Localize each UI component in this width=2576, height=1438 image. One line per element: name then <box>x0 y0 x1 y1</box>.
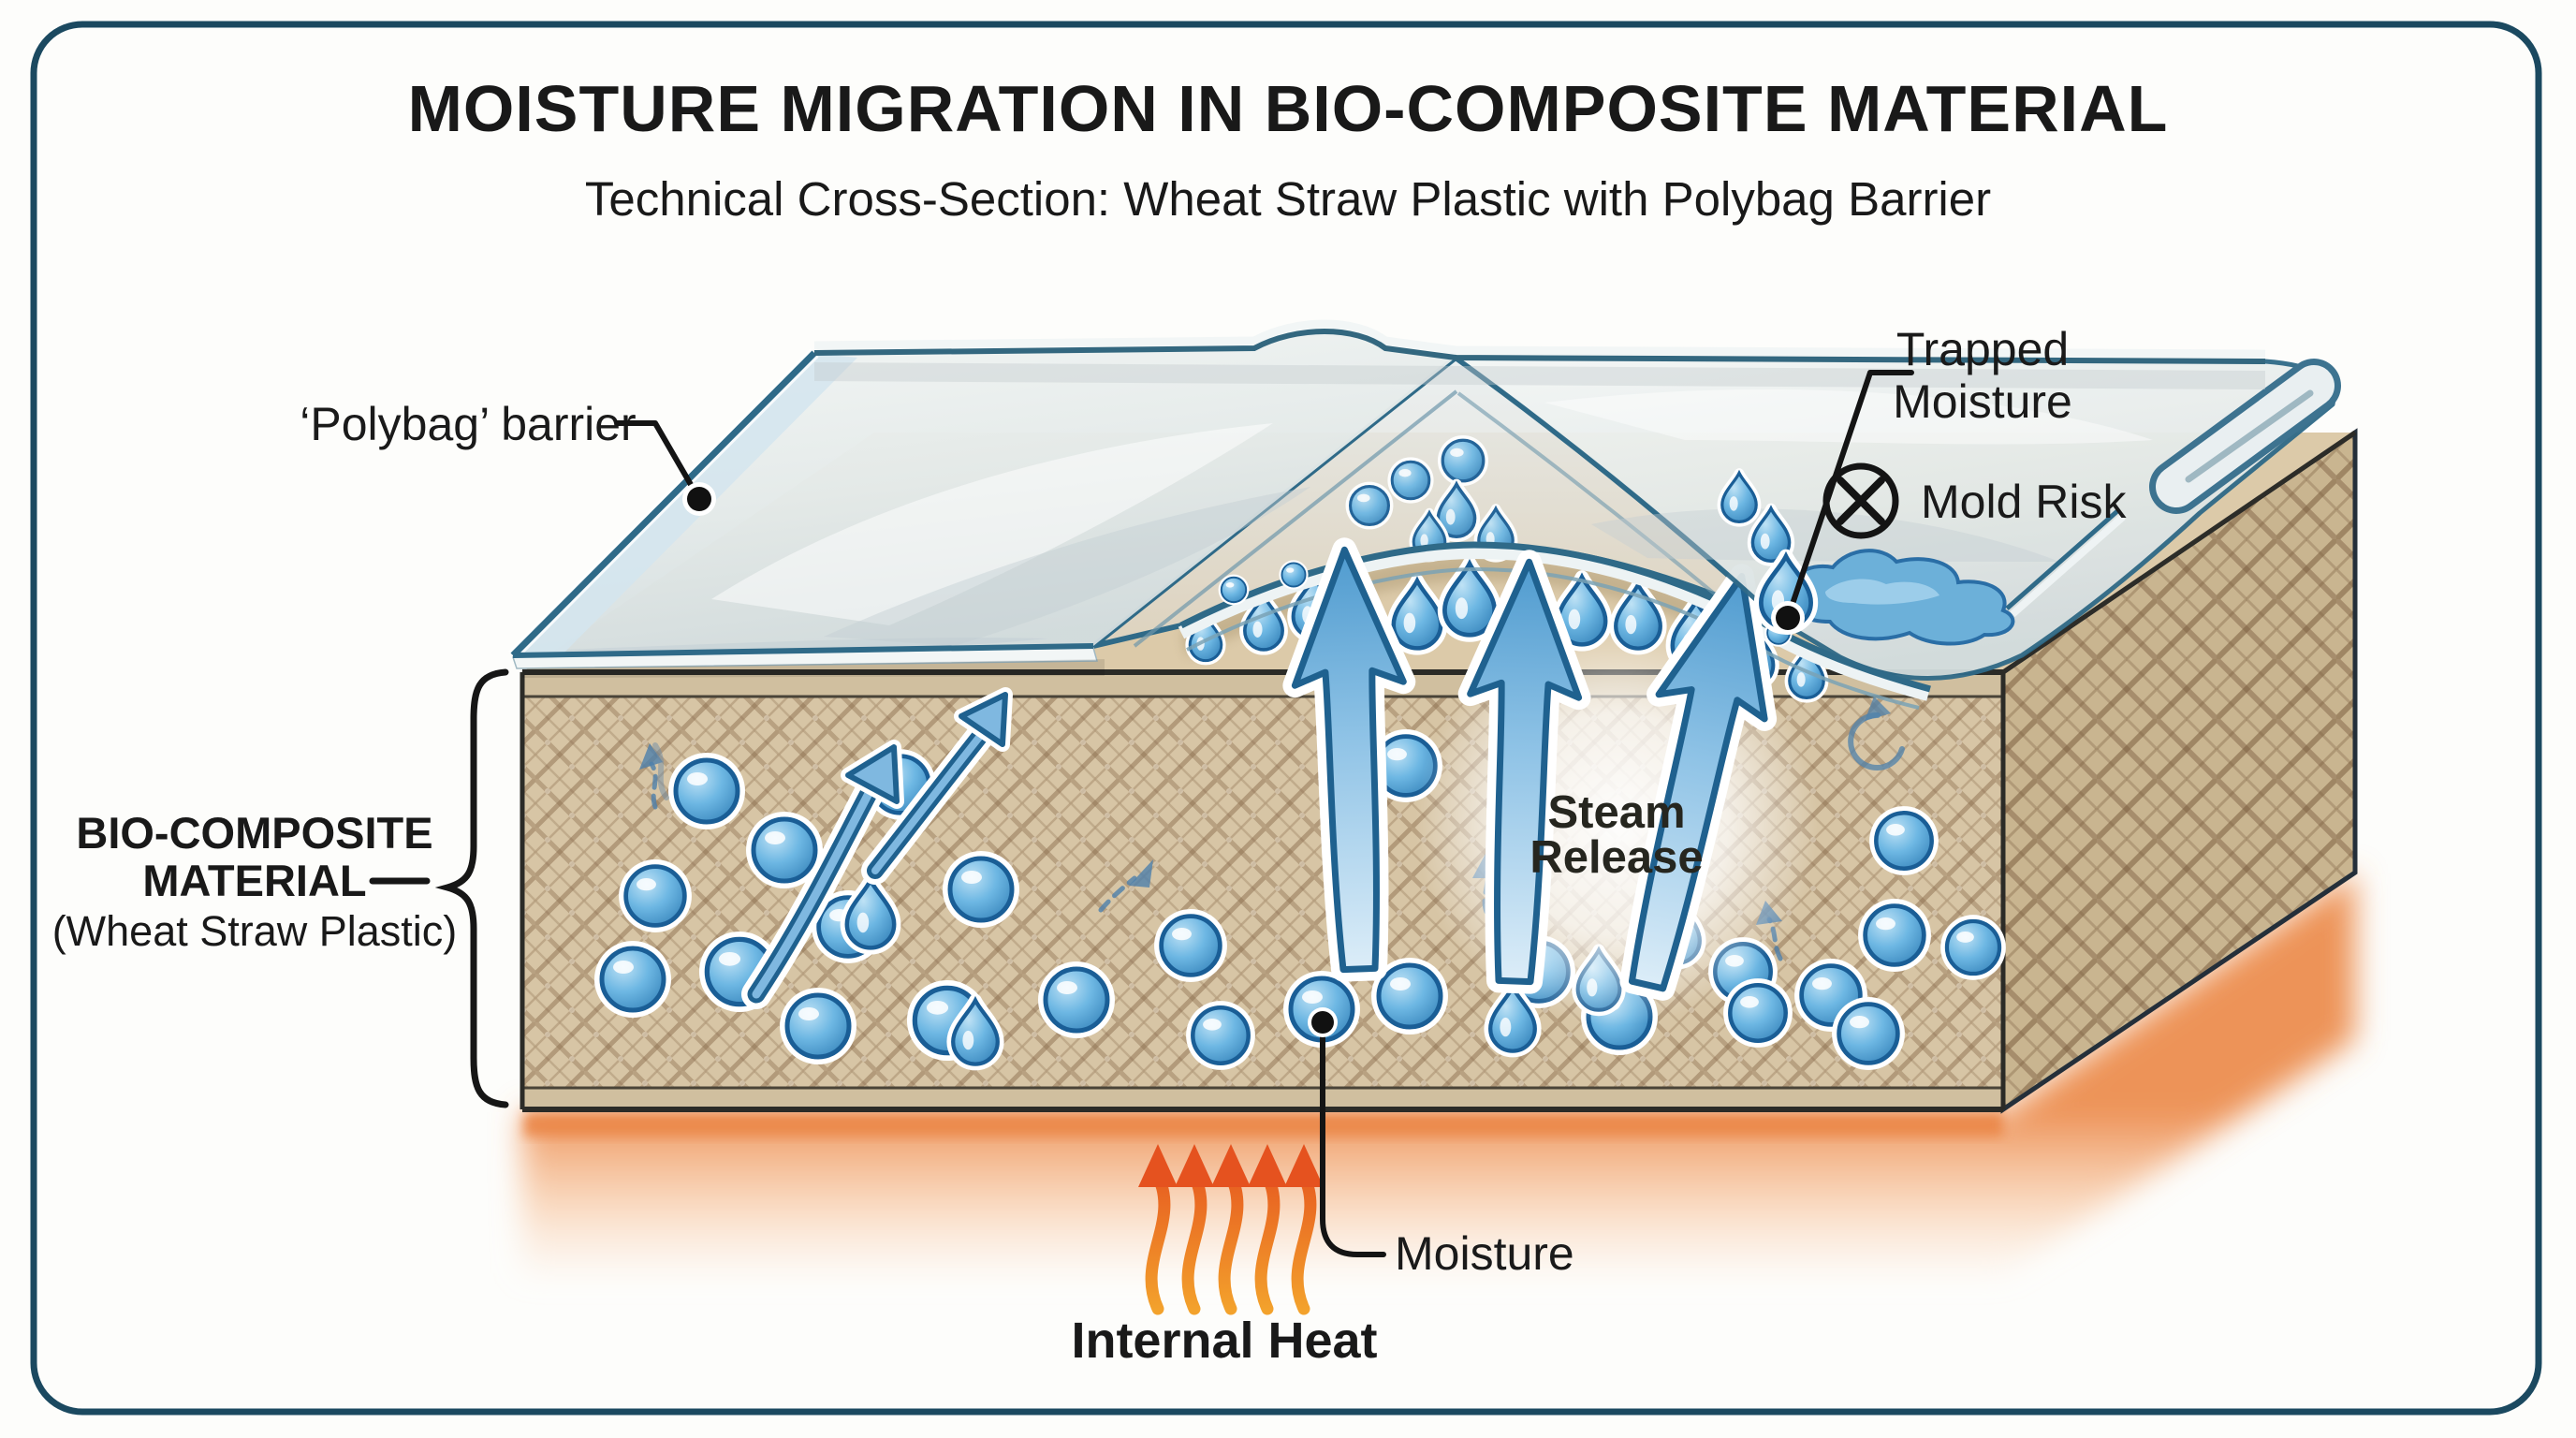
water-droplet-icon <box>1217 573 1251 607</box>
leader-line <box>615 420 699 497</box>
water-droplet-icon <box>943 851 1019 928</box>
mold-risk-callout: Mold Risk <box>1822 462 2127 539</box>
water-droplet-icon <box>1940 915 2006 980</box>
leader-line <box>1320 1020 1386 1257</box>
up-arrow-icon <box>741 740 904 1009</box>
leader-line <box>1787 370 1914 615</box>
polybag-barrier-label: ‘Polybag’ barrier <box>300 398 636 450</box>
water-droplet-icon <box>1723 978 1793 1048</box>
swoosh-arrows <box>741 687 1013 1009</box>
bio-composite-label-line3: (Wheat Straw Plastic) <box>52 907 458 955</box>
water-droplet-icon <box>668 753 745 829</box>
heat-glow-core <box>524 1112 2003 1137</box>
water-droplet-icon <box>1038 961 1115 1038</box>
water-droplet-icon <box>1869 806 1939 875</box>
heat-arrow-icon <box>1248 1144 1287 1315</box>
leader-dot <box>1776 606 1800 630</box>
heat-arrow-icon <box>1284 1144 1324 1315</box>
block-bottom-skin <box>522 1088 2003 1109</box>
heat-arrow-icon <box>1175 1144 1214 1315</box>
water-droplet-icon <box>1278 559 1310 591</box>
water-droplet-icon <box>1858 899 1931 972</box>
moisture-label: Moisture <box>1395 1227 1574 1280</box>
page-subtitle: Technical Cross-Section: Wheat Straw Pla… <box>585 172 1991 226</box>
page-frame <box>30 21 2542 1416</box>
water-droplet-icon <box>780 988 856 1064</box>
steam-release-label-line2: Release <box>1530 832 1703 883</box>
water-droplet-icon <box>1344 480 1395 531</box>
water-droplet-icon <box>1832 997 1905 1070</box>
heat-arrow-icon <box>1138 1144 1178 1315</box>
steam-release-label-line1: Steam <box>1547 787 1685 838</box>
heat-glow <box>522 873 2355 1273</box>
water-droplet-icon <box>1154 909 1227 982</box>
leader-dot <box>1311 1011 1334 1034</box>
circled-x-icon <box>1822 462 1899 539</box>
block-right-face <box>2003 433 2355 1109</box>
bio-composite-label-line1: BIO-COMPOSITE <box>76 808 432 858</box>
water-droplet-icon <box>1186 1001 1255 1070</box>
bio-composite-callout: BIO-COMPOSITE MATERIAL (Wheat Straw Plas… <box>52 668 509 1108</box>
water-droplet-icon <box>594 941 671 1018</box>
water-droplet-icon <box>1436 433 1490 488</box>
water-droplet-icon <box>1385 455 1436 506</box>
mold-risk-label: Mold Risk <box>1921 476 2127 528</box>
polybag-barrier-callout: ‘Polybag’ barrier <box>300 398 716 516</box>
bio-composite-label-line2: MATERIAL <box>142 856 366 905</box>
heat-arrows <box>1138 1144 1324 1315</box>
leader-dot <box>687 487 711 511</box>
material-brace <box>434 668 509 1108</box>
film-back-edge <box>813 319 2266 389</box>
trapped-moisture-label-line1: Trapped <box>1896 323 2069 375</box>
up-arrow-icon <box>861 687 1013 885</box>
heat-arrow-icon <box>1211 1144 1251 1315</box>
film-rolled-edge <box>2149 359 2341 514</box>
moisture-callout: Moisture <box>1308 1007 1574 1280</box>
internal-heat-label: Internal Heat <box>1071 1313 1377 1369</box>
page-title: MOISTURE MIGRATION IN BIO-COMPOSITE MATE… <box>408 72 2169 145</box>
trapped-moisture-label-line2: Moisture <box>1893 375 2072 428</box>
water-droplet-icon <box>619 859 692 932</box>
trapped-moisture-callout: Trapped Moisture <box>1771 323 2072 635</box>
